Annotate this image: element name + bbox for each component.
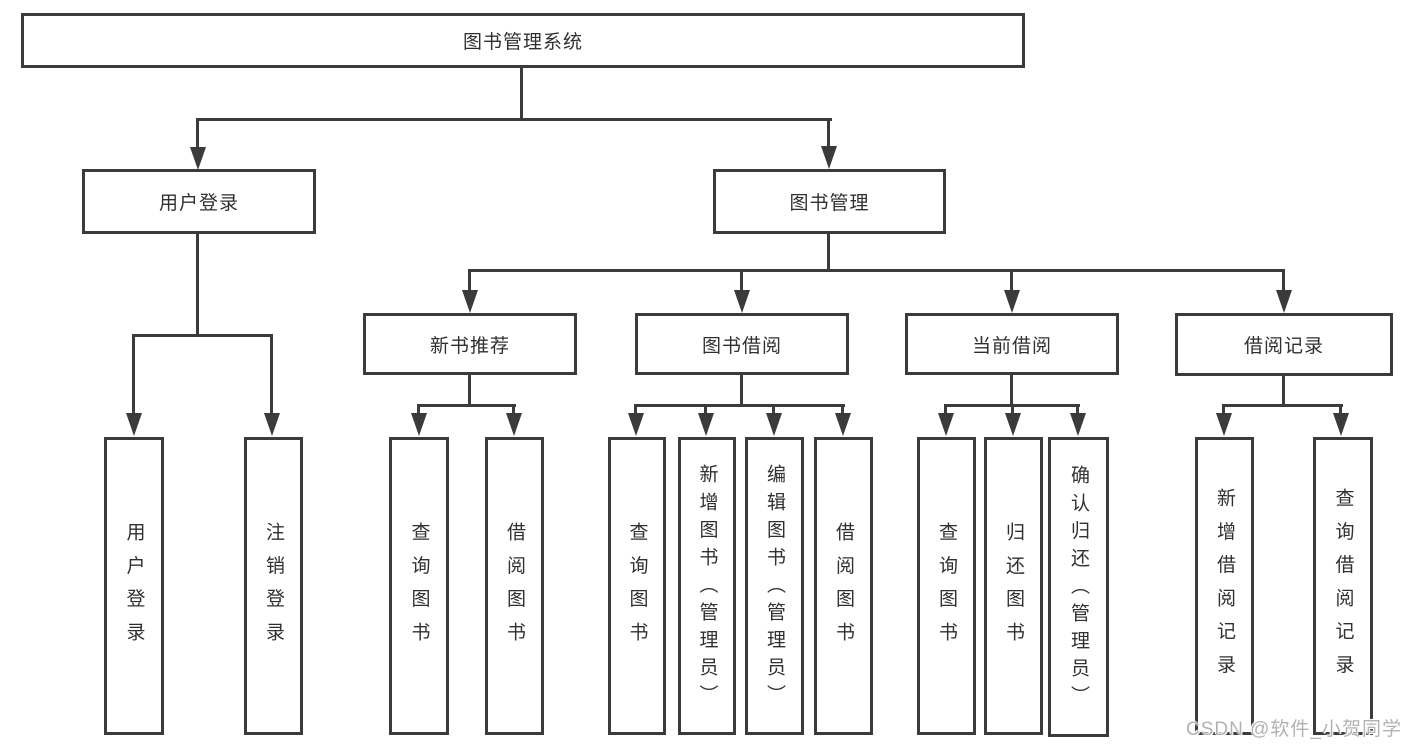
node-current-borrow: 当前借阅 — [905, 313, 1119, 375]
connector-line — [1222, 404, 1225, 416]
connector-line — [740, 374, 743, 407]
arrowhead-down — [1005, 413, 1021, 436]
connector-line — [1222, 404, 1343, 407]
node-borrow-records: 借阅记录 — [1175, 313, 1393, 376]
connector-line — [634, 404, 845, 407]
node-book-management: 图书管理 — [713, 169, 946, 234]
leaf-query-book-3: 查询图书 — [917, 437, 976, 735]
leaf-logout: 注销登录 — [244, 437, 303, 735]
leaf-borrow-book-1: 借阅图书 — [485, 437, 544, 735]
arrowhead-down — [1333, 413, 1349, 436]
connector-line — [512, 404, 515, 416]
leaf-query-book-1: 查询图书 — [389, 437, 449, 735]
connector-line — [1282, 269, 1285, 293]
arrowhead-down — [1216, 413, 1232, 436]
connector-line — [772, 404, 775, 416]
connector-line — [827, 233, 830, 272]
arrowhead-down — [462, 290, 478, 313]
connector-line — [417, 404, 420, 416]
leaf-borrow-book-2: 借阅图书 — [814, 437, 873, 735]
connector-line — [468, 269, 1285, 272]
connector-line — [1011, 404, 1014, 416]
connector-line — [196, 234, 199, 337]
arrowhead-down — [190, 147, 206, 170]
connector-line — [196, 118, 832, 121]
leaf-query-book-2: 查询图书 — [608, 437, 666, 735]
node-root: 图书管理系统 — [21, 13, 1025, 68]
arrowhead-down — [938, 413, 954, 436]
arrowhead-down — [264, 413, 280, 436]
connector-line — [468, 374, 471, 407]
connector-line — [841, 404, 844, 416]
leaf-confirm-return-admin: 确认归还（管理员） — [1048, 437, 1109, 737]
connector-line — [270, 334, 273, 414]
connector-line — [944, 404, 947, 416]
leaf-query-borrow-record: 查询借阅记录 — [1313, 437, 1373, 735]
connector-line — [196, 118, 199, 150]
connector-line — [827, 118, 830, 149]
connector-line — [1339, 404, 1342, 416]
leaf-add-book-admin: 新增图书（管理员） — [678, 437, 736, 735]
arrowhead-down — [1004, 290, 1020, 313]
leaf-add-borrow-record: 新增借阅记录 — [1195, 437, 1254, 735]
leaf-return-book: 归还图书 — [984, 437, 1043, 735]
arrowhead-down — [734, 290, 750, 313]
connector-line — [740, 269, 743, 293]
connector-line — [704, 404, 707, 416]
arrowhead-down — [1276, 290, 1292, 313]
arrowhead-down — [126, 413, 142, 436]
connector-line — [1010, 269, 1013, 293]
leaf-edit-book-admin: 编辑图书（管理员） — [745, 437, 804, 735]
arrowhead-down — [835, 413, 851, 436]
csdn-watermark: CSDN @软件_小贺同学 — [1186, 719, 1402, 740]
connector-line — [1010, 374, 1013, 407]
arrowhead-down — [628, 413, 644, 436]
connector-line — [132, 334, 273, 337]
arrowhead-down — [1070, 413, 1086, 436]
connector-line — [132, 334, 135, 414]
connector-line — [634, 404, 637, 416]
connector-line — [1076, 404, 1079, 416]
arrowhead-down — [506, 413, 522, 436]
connector-line — [520, 68, 523, 119]
connector-line — [1282, 374, 1285, 407]
arrowhead-down — [821, 146, 837, 169]
node-user-login: 用户登录 — [82, 169, 316, 234]
node-book-borrow: 图书借阅 — [635, 313, 849, 375]
connector-line — [417, 404, 516, 407]
connector-line — [468, 269, 471, 293]
arrowhead-down — [766, 413, 782, 436]
node-new-book-recommend: 新书推荐 — [363, 313, 577, 375]
arrowhead-down — [411, 413, 427, 436]
arrowhead-down — [698, 413, 714, 436]
leaf-user-login: 用户登录 — [104, 437, 164, 735]
